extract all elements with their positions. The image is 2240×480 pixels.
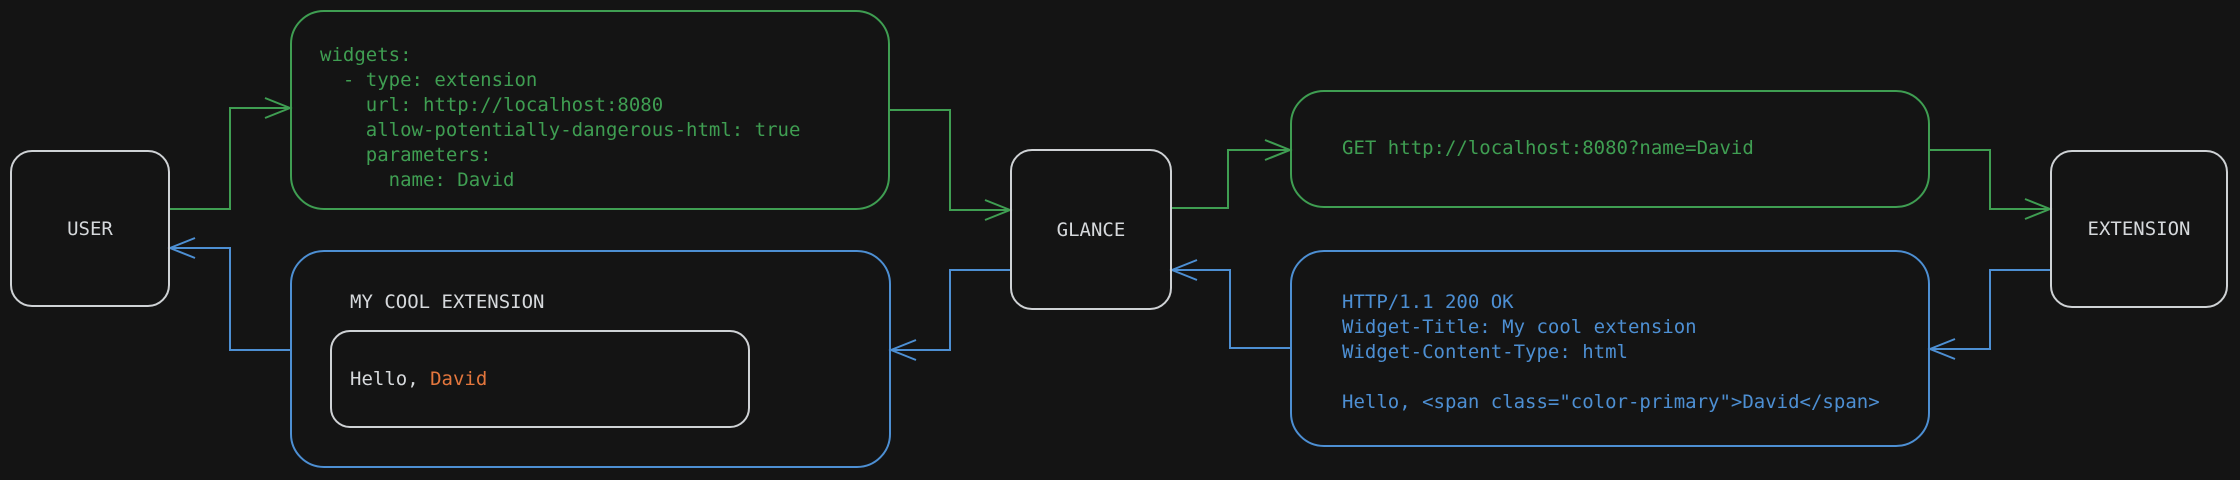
node-extension-label: EXTENSION <box>2087 218 2191 240</box>
arrowhead-right-icon <box>1264 139 1293 161</box>
node-glance-label: GLANCE <box>1056 218 1126 241</box>
http-response-box: HTTP/1.1 200 OK Widget-Title: My cool ex… <box>1290 250 1930 447</box>
connector-widget-to-user <box>167 237 290 351</box>
arrowhead-left-icon <box>1927 338 1956 360</box>
yaml-config-code: widgets: - type: extension url: http://l… <box>320 44 801 191</box>
widget-greeting-prefix: Hello, <box>350 367 431 390</box>
http-response-code: HTTP/1.1 200 OK Widget-Title: My cool ex… <box>1342 291 1880 413</box>
node-extension: EXTENSION <box>2050 150 2228 308</box>
node-user-label: USER <box>67 217 113 240</box>
connector-glance-to-request <box>1172 139 1293 209</box>
arrowhead-left-icon <box>167 237 196 259</box>
http-request-box: GET http://localhost:8080?name=David <box>1290 90 1930 208</box>
yaml-config-box: widgets: - type: extension url: http://l… <box>290 10 890 210</box>
widget-greeting-name: David <box>430 367 488 390</box>
widget-greeting-box: Hello, David <box>330 330 750 428</box>
connector-extension-to-response <box>1927 269 2050 360</box>
arrowhead-left-icon <box>1169 259 1198 281</box>
connector-request-to-extension <box>1930 149 2053 220</box>
http-request-code: GET http://localhost:8080?name=David <box>1342 137 1754 159</box>
node-glance: GLANCE <box>1010 149 1172 310</box>
arrowhead-left-icon <box>888 339 917 361</box>
arrowhead-right-icon <box>984 199 1013 221</box>
connector-user-to-config <box>170 97 293 210</box>
arrowhead-right-icon <box>2024 198 2053 220</box>
widget-title: MY COOL EXTENSION <box>350 291 545 313</box>
connector-response-to-glance <box>1169 259 1290 349</box>
arrowhead-right-icon <box>264 97 293 119</box>
connector-glance-to-widget <box>888 269 1010 361</box>
rendered-widget-box: MY COOL EXTENSION Hello, David <box>290 250 891 468</box>
connector-config-to-glance <box>890 109 1013 221</box>
node-user: USER <box>10 150 170 307</box>
